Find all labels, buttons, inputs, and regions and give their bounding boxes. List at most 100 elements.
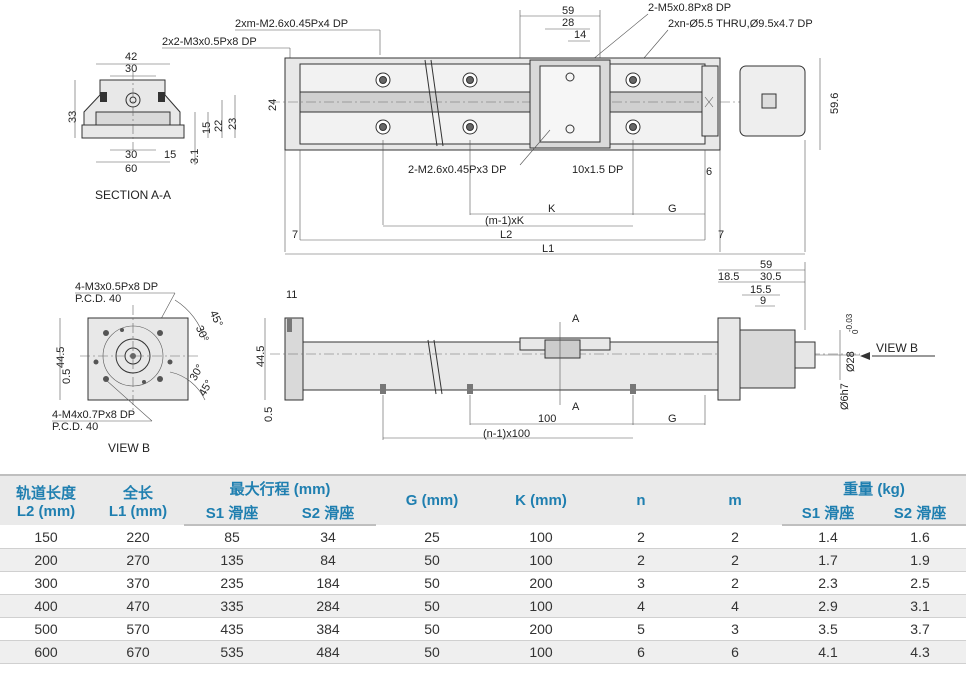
cell-k: 200 [488, 571, 594, 595]
cell-n: 4 [594, 594, 688, 618]
section-aa-view: 42 30 33 30 15 60 3.1 15 22 23 SECTION A… [67, 51, 239, 202]
viewb-angle-45-bottom: 45° [197, 378, 216, 398]
cell-l1: 370 [92, 571, 184, 595]
cell-weight-s1: 2.3 [782, 571, 874, 595]
header-weight: 重量 (kg) [782, 474, 966, 500]
cell-m: 3 [688, 617, 782, 641]
header-l2-unit: L2 (mm) [16, 502, 76, 520]
section-dim-23: 23 [227, 118, 239, 130]
side-dim-dia-28: Ø28 [845, 351, 857, 372]
callout-m5-8dp: 2-M5x0.8Px8 DP [648, 2, 731, 14]
top-dim-59-6: 59.6 [829, 93, 841, 114]
top-dim-59: 59 [562, 5, 574, 17]
header-weight-s2: S2 滑座 [874, 500, 966, 526]
cell-weight-s2: 1.6 [874, 525, 966, 549]
cell-k: 200 [488, 617, 594, 641]
side-dim-18-5: 18.5 [718, 271, 739, 283]
side-dim-dia-6h7: Ø6h7 [839, 383, 851, 410]
cell-n: 6 [594, 640, 688, 664]
cell-weight-s1: 2.9 [782, 594, 874, 618]
cell-stroke-s2: 384 [280, 617, 376, 641]
cell-stroke-s1: 335 [184, 594, 280, 618]
cell-stroke-s2: 84 [280, 548, 376, 572]
top-dim-m-1-k: (m-1)xK [485, 215, 525, 227]
callout-thru-hole: 2xn-Ø5.5 THRU,Ø9.5x4.7 DP [668, 18, 813, 30]
top-dim-28: 28 [562, 17, 574, 29]
cell-weight-s2: 2.5 [874, 571, 966, 595]
cell-stroke-s1: 235 [184, 571, 280, 595]
cell-n: 3 [594, 571, 688, 595]
side-dim-9: 9 [760, 295, 766, 307]
cell-m: 2 [688, 571, 782, 595]
top-dim-7-right: 7 [718, 229, 724, 241]
viewb-angle-30-top: 30° [193, 324, 211, 344]
cell-stroke-s1: 85 [184, 525, 280, 549]
cell-stroke-s2: 184 [280, 571, 376, 595]
cell-g: 50 [376, 640, 488, 664]
cell-weight-s1: 3.5 [782, 617, 874, 641]
section-dim-15-left: 15 [164, 149, 176, 161]
header-stroke: 最大行程 (mm) [184, 474, 376, 500]
cell-stroke-s1: 135 [184, 548, 280, 572]
side-dim-n-1-100: (n-1)x100 [483, 428, 530, 440]
cell-l1: 470 [92, 594, 184, 618]
cell-m: 2 [688, 548, 782, 572]
cell-weight-s1: 4.1 [782, 640, 874, 664]
viewb-callout-m4: 4-M4x0.7Px8 DP [52, 409, 135, 421]
cell-l1: 220 [92, 525, 184, 549]
header-m: m [688, 474, 782, 525]
cell-k: 100 [488, 548, 594, 572]
cell-m: 6 [688, 640, 782, 664]
top-dim-24: 24 [267, 99, 279, 111]
top-dim-l2: L2 [500, 229, 512, 241]
side-dim-11: 11 [286, 289, 297, 301]
cell-weight-s1: 1.4 [782, 525, 874, 549]
top-dim-l1: L1 [542, 243, 554, 255]
spec-table: 轨道长度 L2 (mm) 全长 L1 (mm) 最大行程 (mm) G (mm)… [0, 474, 966, 664]
viewb-callout-pcd-bottom: P.C.D. 40 [52, 421, 98, 433]
header-stroke-s2: S2 滑座 [280, 500, 376, 526]
header-g: G (mm) [376, 474, 488, 525]
top-dim-6: 6 [706, 166, 712, 178]
cell-n: 2 [594, 548, 688, 572]
cell-l2: 400 [0, 594, 92, 618]
side-dim-15-5: 15.5 [750, 284, 771, 296]
cell-m: 4 [688, 594, 782, 618]
viewb-angle-45-top: 45° [207, 309, 225, 329]
top-dim-14: 14 [574, 29, 586, 41]
cell-g: 50 [376, 571, 488, 595]
header-l2-cn: 轨道长度 [15, 484, 76, 502]
section-dim-33: 33 [67, 111, 79, 123]
section-dim-22: 22 [213, 120, 225, 132]
header-l1: 全长 L1 (mm) [92, 474, 184, 525]
viewb-callout-pcd-top: P.C.D. 40 [75, 293, 121, 305]
cell-weight-s1: 1.7 [782, 548, 874, 572]
view-b: 4-M3x0.5Px8 DP P.C.D. 40 44.5 0.5 30° 45… [52, 281, 225, 455]
callout-m26-3dp: 2-M2.6x0.45Px3 DP [408, 164, 506, 176]
cell-weight-s2: 3.7 [874, 617, 966, 641]
side-view: 11 44.5 0.5 A A 100 G (n-1)x100 [255, 259, 935, 440]
cell-n: 5 [594, 617, 688, 641]
cell-stroke-s2: 484 [280, 640, 376, 664]
cell-stroke-s2: 284 [280, 594, 376, 618]
section-aa-caption: SECTION A-A [95, 188, 171, 202]
cell-l2: 500 [0, 617, 92, 641]
cell-l2: 150 [0, 525, 92, 549]
header-weight-s1: S1 滑座 [782, 500, 874, 526]
viewb-callout-m3: 4-M3x0.5Px8 DP [75, 281, 158, 293]
cell-k: 100 [488, 594, 594, 618]
cell-g: 25 [376, 525, 488, 549]
top-dim-k: K [548, 203, 556, 215]
header-l1-cn: 全长 [122, 484, 153, 502]
cell-g: 50 [376, 617, 488, 641]
header-l1-unit: L1 (mm) [108, 502, 168, 520]
callout-m26-4dp: 2xm-M2.6x0.45Px4 DP [235, 18, 348, 30]
cell-l1: 570 [92, 617, 184, 641]
side-dim-59: 59 [760, 259, 772, 271]
side-dim-30-5: 30.5 [760, 271, 781, 283]
